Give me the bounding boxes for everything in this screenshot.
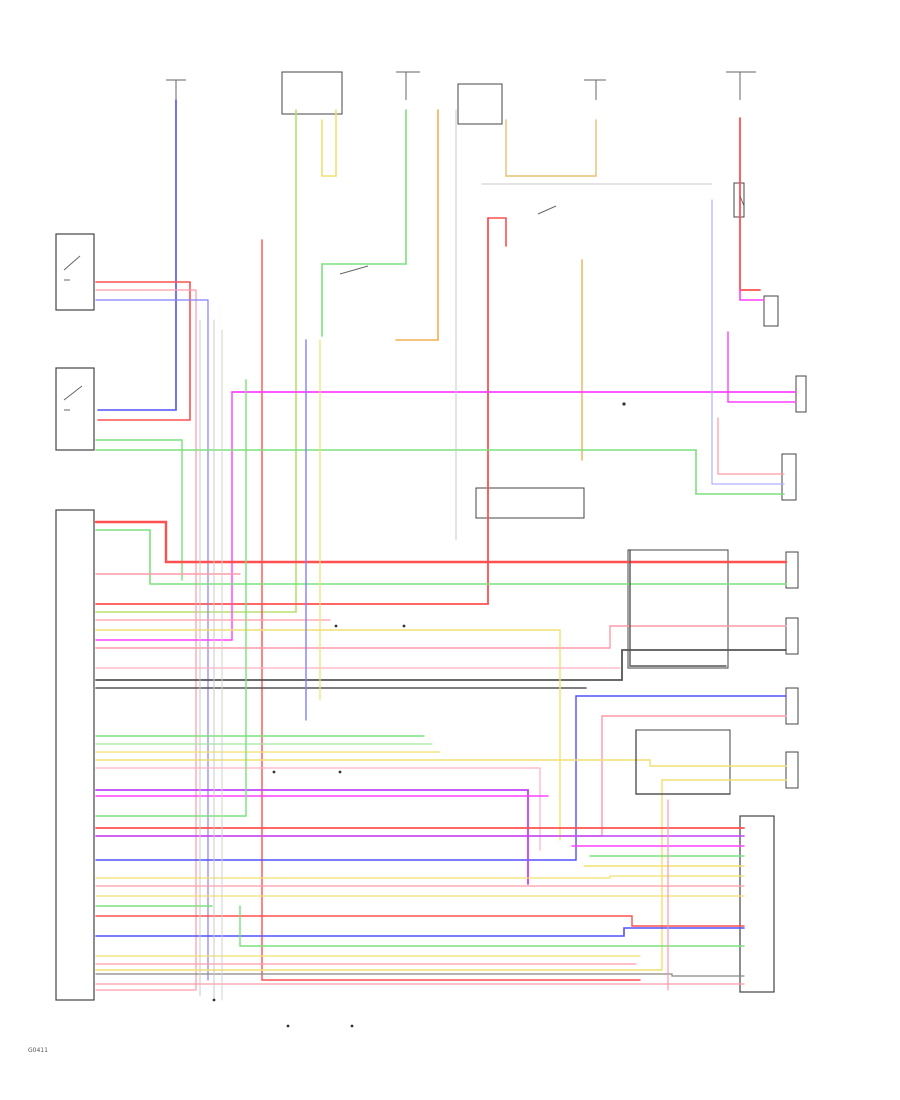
wire-blue-top bbox=[97, 99, 177, 411]
wire-yellow-top bbox=[321, 109, 337, 177]
wire-black-dash-2 bbox=[635, 729, 731, 795]
wire-red-lower bbox=[95, 915, 745, 927]
relay-box-middle bbox=[55, 367, 95, 451]
splice-dot-1 bbox=[622, 402, 626, 406]
wire-gray-lower bbox=[95, 973, 745, 977]
sensor-box bbox=[733, 182, 745, 218]
wire-red-speaker-lf bbox=[94, 520, 788, 564]
wire-red-switch bbox=[95, 217, 489, 605]
wire-green-vertical bbox=[95, 379, 247, 817]
speaker-right-front bbox=[785, 617, 799, 655]
junction-box bbox=[475, 487, 585, 519]
module-bracket bbox=[55, 509, 95, 1001]
wire-green-conn-b bbox=[95, 439, 183, 581]
wire-black-dash bbox=[629, 549, 727, 667]
splice-dot-3 bbox=[402, 624, 406, 628]
splice-dot-5 bbox=[338, 770, 342, 774]
terminal-3 bbox=[584, 79, 606, 100]
wire-red-switch-b bbox=[487, 217, 507, 247]
switch-top bbox=[537, 205, 557, 215]
wire-red-vertical bbox=[261, 239, 641, 981]
wire-yellow-connector-2 bbox=[95, 875, 745, 879]
speaker-left-front bbox=[785, 551, 799, 589]
speaker-left-rear bbox=[785, 751, 799, 789]
splice-dot-4 bbox=[272, 770, 276, 774]
splice-dot-8 bbox=[350, 1024, 354, 1028]
switch-relay-upper bbox=[63, 255, 81, 281]
wire-black-speaker-rf bbox=[95, 649, 787, 681]
wire-blue-relay bbox=[95, 299, 209, 981]
wire-pink-speaker-rr-2 bbox=[95, 715, 603, 837]
relay-box-upper bbox=[55, 233, 95, 311]
wires bbox=[94, 99, 797, 1001]
connector-right-mid bbox=[781, 453, 797, 501]
connector-right-upper bbox=[795, 375, 807, 413]
wire-green-conn bbox=[95, 449, 785, 495]
fuse-box-top-left bbox=[281, 71, 343, 115]
terminal-4 bbox=[726, 71, 756, 100]
splice-dots bbox=[212, 402, 626, 1028]
wire-blue-lower bbox=[95, 927, 745, 937]
wire-pink-conn bbox=[717, 417, 785, 475]
splice-dot-7 bbox=[286, 1024, 290, 1028]
switch-cluster bbox=[739, 195, 745, 207]
wire-green-top bbox=[95, 109, 297, 613]
wire-magenta-ign bbox=[739, 289, 765, 301]
wire-red-relay bbox=[95, 281, 191, 421]
switch-mid bbox=[339, 265, 369, 275]
wire-yellow-pink bbox=[505, 119, 597, 177]
wire-pink-speaker-rf bbox=[95, 625, 787, 649]
component-boxes bbox=[55, 71, 779, 1001]
wire-gray-conn bbox=[711, 199, 785, 485]
diagram-code: G0411 bbox=[28, 1047, 48, 1054]
wire-magenta-cluster-2 bbox=[95, 391, 233, 641]
wire-yellow-speaker-lr-3 bbox=[95, 779, 663, 971]
connector-box-right bbox=[739, 815, 775, 993]
speaker-connectors bbox=[781, 375, 807, 789]
wire-pink-bus-3 bbox=[95, 767, 541, 851]
wire-green-speaker-lf bbox=[95, 529, 787, 585]
wire-yellow-speaker-lr bbox=[95, 759, 787, 767]
splice-dot-6 bbox=[212, 998, 216, 1002]
wire-blue-speaker-rr-2 bbox=[95, 695, 577, 861]
dash-box bbox=[627, 549, 729, 669]
wire-green-lower-2 bbox=[239, 905, 745, 947]
wire-green-mid bbox=[321, 109, 407, 337]
switch-relay-middle bbox=[63, 385, 83, 411]
cluster-box bbox=[763, 295, 779, 327]
splice-dot-2 bbox=[334, 624, 338, 628]
terminal-2 bbox=[396, 71, 420, 100]
top-terminals bbox=[63, 71, 756, 411]
wire-yellow-bus bbox=[95, 629, 561, 841]
wire-orange-top bbox=[395, 109, 439, 341]
speaker-right-rear bbox=[785, 687, 799, 725]
wire-magenta-bus bbox=[95, 789, 529, 885]
fuse-box-top bbox=[457, 83, 503, 125]
terminal-1 bbox=[166, 79, 186, 100]
